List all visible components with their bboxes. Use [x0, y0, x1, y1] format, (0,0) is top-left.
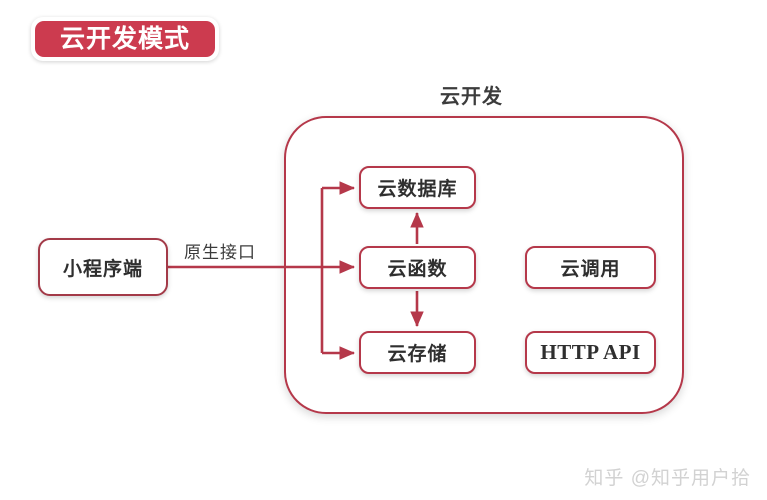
watermark: 知乎 @知乎用户拾 [584, 468, 751, 489]
node-mini-program-client[interactable]: 小程序端 [38, 238, 168, 296]
title-badge-label: 云开发模式 [59, 24, 190, 53]
node-mini-program-client-label: 小程序端 [62, 258, 143, 280]
title-badge-fill: 云开发模式 [35, 21, 215, 57]
node-cloud-call[interactable]: 云调用 [525, 246, 656, 289]
node-cloud-storage-label: 云存储 [387, 344, 448, 365]
node-cloud-function-label: 云函数 [387, 259, 448, 280]
node-cloud-call-label: 云调用 [560, 259, 621, 280]
node-cloud-storage[interactable]: 云存储 [359, 331, 476, 374]
section-heading: 云开发 [440, 86, 503, 108]
node-http-api[interactable]: HTTP API [525, 331, 656, 374]
title-badge: 云开发模式 [31, 17, 219, 61]
node-cloud-database[interactable]: 云数据库 [359, 166, 476, 209]
node-http-api-label: HTTP API [540, 340, 641, 364]
edge-label-native-interface: 原生接口 [184, 243, 256, 262]
node-cloud-database-label: 云数据库 [377, 179, 458, 200]
node-cloud-function[interactable]: 云函数 [359, 246, 476, 289]
